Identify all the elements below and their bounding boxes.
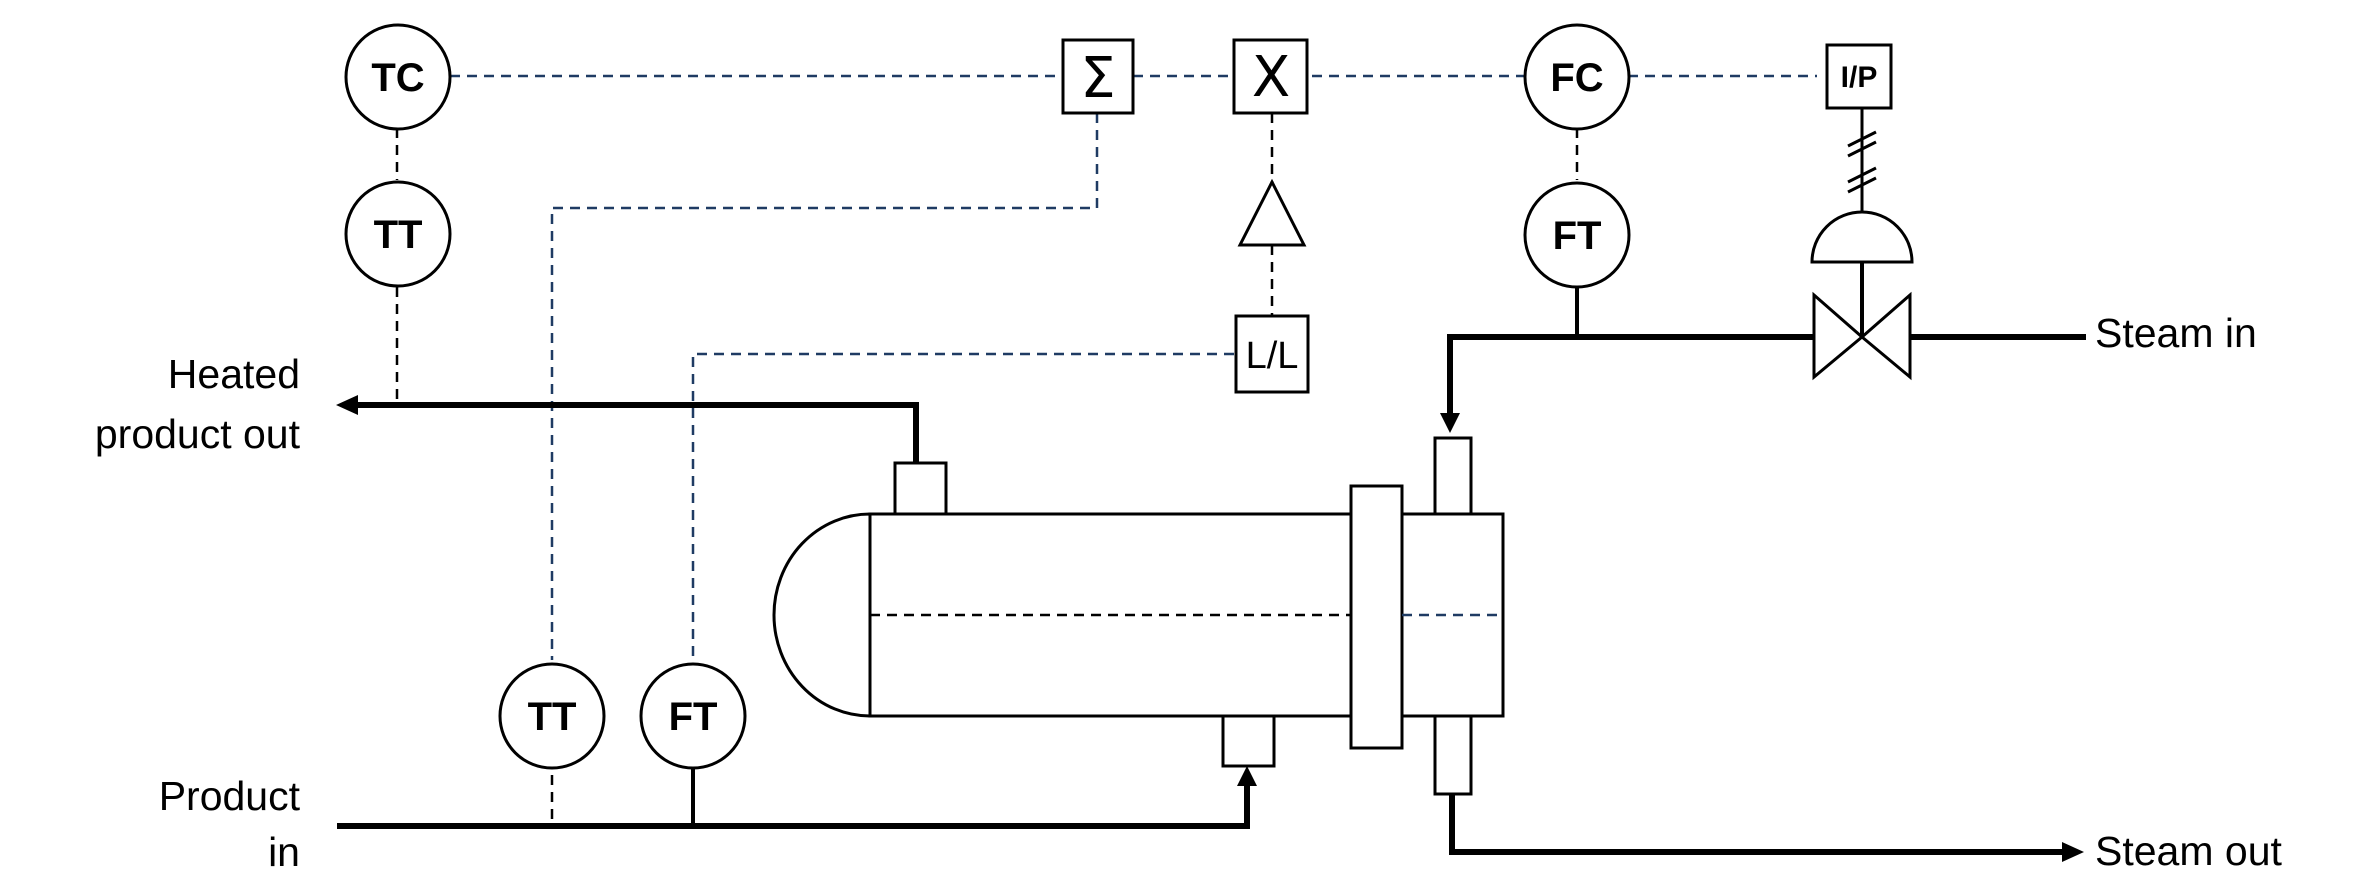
stream-labels: Heated product out Product in Steam in S… <box>95 310 2283 871</box>
tc-label: TC <box>371 56 424 100</box>
heated-product-out-label-line1: Heated <box>168 351 300 397</box>
arrow-steam-into-exchanger <box>1440 413 1460 433</box>
steam-out-label: Steam out <box>2095 828 2282 871</box>
pneumatic-hash-2 <box>1847 140 1877 158</box>
instrument-tt-top: TT <box>344 180 452 288</box>
amplifier-triangle <box>1237 178 1307 247</box>
nozzle-steam-out <box>1433 714 1473 796</box>
exchanger-channel <box>1400 512 1505 718</box>
arrow-product-in <box>1237 766 1257 786</box>
pipe-heated-product-out <box>350 402 919 463</box>
ft-steam-label: FT <box>1553 214 1602 258</box>
nozzle-product-in <box>1221 714 1276 768</box>
exchanger-flange <box>1349 484 1404 750</box>
multiplier-symbol: X <box>1252 45 1290 110</box>
ft-bottom-bubble <box>639 662 747 770</box>
ft-bottom-label: FT <box>669 695 718 739</box>
pneumatic-hash-4 <box>1847 176 1877 194</box>
instrument-ft-steam: FT <box>1523 181 1631 289</box>
ip-box <box>1825 43 1893 110</box>
lead-lag-box <box>1234 314 1310 394</box>
signal-lines <box>395 74 1817 826</box>
pneumatic-hash-1 <box>1847 130 1877 148</box>
multiplier-block: X <box>1232 38 1309 115</box>
instrument-tc: TC <box>344 23 452 131</box>
nozzle-steam-in <box>1433 436 1473 516</box>
pipe-steam-to-exchanger <box>1447 334 1814 418</box>
product-in-label-line1: Product <box>159 773 301 819</box>
instrument-ft-bottom: FT <box>639 662 747 770</box>
exchanger-head <box>772 512 872 718</box>
lead-lag-label: L/L <box>1246 335 1299 377</box>
valve-body-left <box>1812 291 1865 381</box>
multiplier-box <box>1232 38 1309 115</box>
tt-top-bubble <box>344 180 452 288</box>
tc-bubble <box>344 23 452 131</box>
pipe-product-in <box>337 778 1250 829</box>
instrument-fc: FC <box>1523 23 1631 131</box>
valve-body-right <box>1859 291 1912 381</box>
triangle-icon <box>1237 178 1307 247</box>
tt-top-label: TT <box>374 213 423 257</box>
pipe-steam-out <box>1449 794 2067 855</box>
heated-product-out-label-line2: product out <box>95 411 301 457</box>
valve-actuator <box>1810 210 1914 264</box>
pneumatic-hash-3 <box>1847 166 1877 184</box>
ft-steam-bubble <box>1523 181 1631 289</box>
tt-bottom-bubble <box>498 662 606 770</box>
fc-bubble <box>1523 23 1631 131</box>
control-valve <box>1810 108 1914 381</box>
nozzle-product-out <box>893 461 948 516</box>
arrow-steam-out <box>2062 842 2084 862</box>
ip-label: I/P <box>1841 61 1878 94</box>
fc-label: FC <box>1550 56 1603 100</box>
arrow-heated-product-out <box>336 395 358 415</box>
summer-symbol: Σ <box>1080 46 1115 111</box>
steam-in-label: Steam in <box>2095 310 2257 356</box>
tt-bottom-label: TT <box>528 695 577 739</box>
product-in-label-line2: in <box>268 829 300 871</box>
instrument-tt-bottom: TT <box>498 662 606 770</box>
summer-block: Σ <box>1061 38 1135 115</box>
heat-exchanger <box>772 436 1505 796</box>
ip-transducer: I/P <box>1825 43 1893 110</box>
lead-lag-block: L/L <box>1234 314 1310 394</box>
summer-box <box>1061 38 1135 115</box>
